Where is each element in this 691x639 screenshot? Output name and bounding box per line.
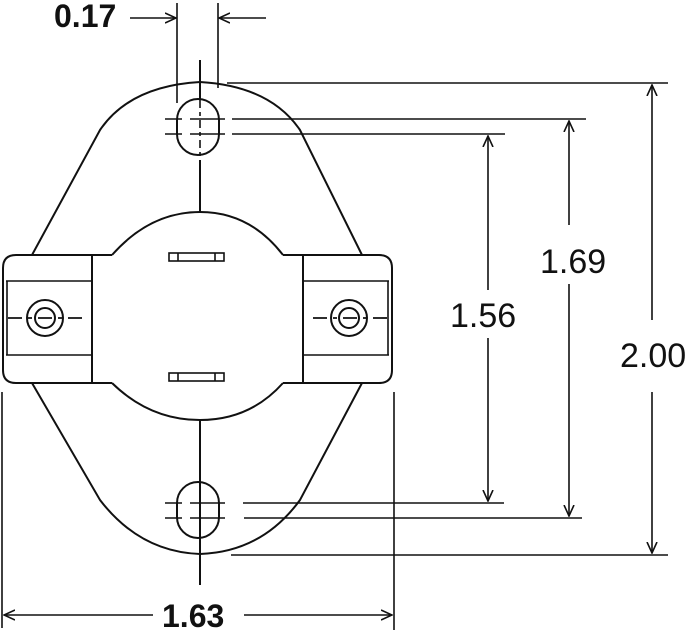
dim-slot-width: 0.17 (54, 0, 266, 103)
left-rivet-inner (34, 307, 56, 329)
flange-bottom-outline (31, 382, 363, 556)
right-rivet-inner (338, 307, 360, 329)
center-body (111, 60, 284, 585)
upper-contact-slot (168, 252, 225, 262)
dim-label-0-17: 0.17 (54, 0, 116, 34)
left-rivet-outer (26, 299, 64, 337)
dim-label-1-69: 1.69 (540, 243, 606, 281)
bottom-mounting-slot (165, 481, 225, 539)
dim-label-1-56: 1.56 (450, 297, 516, 335)
right-terminal (283, 254, 393, 384)
dim-overall-length: 2.00 (620, 85, 686, 553)
left-terminal (2, 254, 112, 384)
extension-lines (227, 82, 668, 556)
center-body-outline (111, 210, 284, 422)
lower-contact-slot (168, 372, 225, 382)
dim-overall-width: 1.63 (1, 392, 395, 634)
dim-label-2-00: 2.00 (620, 337, 686, 375)
dim-slot-outer-spacing: 1.69 (540, 121, 606, 516)
flange-top-outline (31, 80, 363, 256)
dim-label-1-63: 1.63 (162, 598, 224, 634)
top-mounting-slot (165, 98, 225, 160)
dim-slot-inner-spacing: 1.56 (450, 136, 516, 501)
